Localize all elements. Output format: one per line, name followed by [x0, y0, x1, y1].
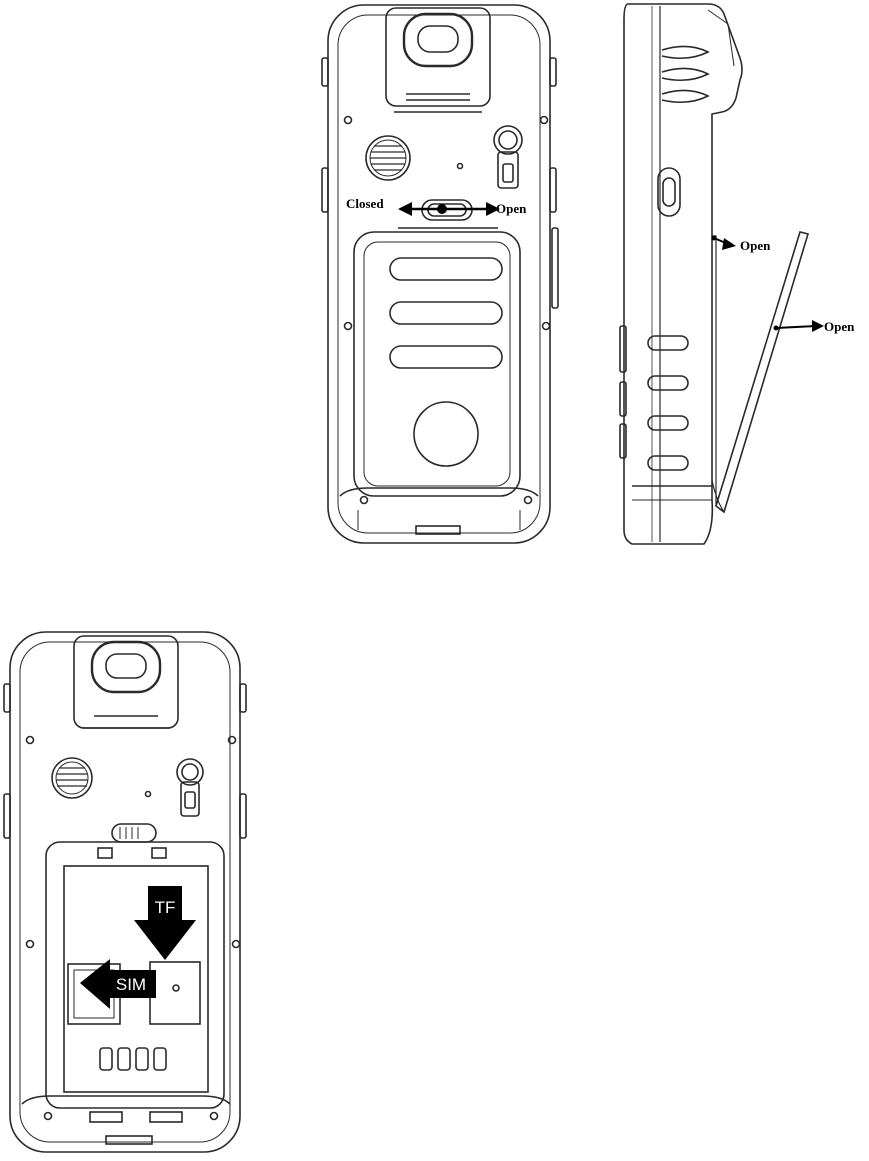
side-key: [620, 382, 626, 416]
bottom-foot: [90, 1112, 122, 1122]
screw: [525, 497, 532, 504]
tf-callout-arrow: TF: [134, 886, 196, 960]
side-button-left-mid: [322, 168, 328, 212]
screw: [361, 497, 368, 504]
side-key: [620, 424, 626, 458]
screw: [27, 941, 34, 948]
side-button-right-mid: [550, 168, 556, 212]
side-rib: [662, 46, 708, 58]
label-tf: TF: [155, 898, 176, 917]
label-closed: Closed: [346, 196, 384, 211]
mic-hole: [458, 164, 463, 169]
side-grip-slot: [648, 416, 688, 430]
speaker-grille: [366, 136, 410, 180]
tf-card-screw: [173, 985, 179, 991]
side-grip-slot: [648, 456, 688, 470]
side-button-right-top: [240, 684, 246, 712]
flash-keyhole: [494, 126, 522, 188]
screw: [543, 323, 550, 330]
cover-slot-3: [390, 346, 502, 368]
label-open-cover: Open: [824, 319, 855, 334]
compartment-latch: [98, 848, 112, 858]
flash-keyhole: [177, 759, 203, 816]
camera-bump-edge: [708, 10, 734, 66]
bottom-foot: [150, 1112, 182, 1122]
side-button-right-mid: [240, 794, 246, 838]
cover-slot-1: [390, 258, 502, 280]
side-grip-slot: [648, 336, 688, 350]
label-open-slider: Open: [496, 201, 527, 216]
screw: [541, 117, 548, 124]
camera-housing: [386, 8, 490, 106]
phone-card-slot-view: TF SIM: [0, 628, 252, 1158]
side-button-right-long: [552, 228, 558, 308]
phone-side-view: Open Open: [612, 0, 869, 552]
battery-cover: [354, 232, 520, 496]
bottom-port: [106, 1136, 152, 1144]
tf-card-holder: [150, 962, 200, 1024]
side-button-left-top: [322, 58, 328, 86]
compartment-latch: [152, 848, 166, 858]
screw: [345, 323, 352, 330]
screw: [233, 941, 240, 948]
side-grip-slot: [648, 376, 688, 390]
camera-lens-inner: [106, 654, 146, 678]
screw: [27, 737, 34, 744]
slider-lock: [112, 824, 156, 842]
sim-callout-arrow: SIM: [80, 959, 156, 1009]
camera-lens-window: [92, 642, 160, 692]
side-key: [620, 326, 626, 372]
side-body: [624, 4, 742, 544]
label-sim: SIM: [116, 975, 146, 994]
mic-hole: [146, 792, 151, 797]
side-slider: [658, 168, 680, 216]
opened-battery-cover: [716, 232, 808, 512]
camera-lens-inner: [418, 26, 458, 52]
battery-cover-inner: [364, 242, 510, 486]
speaker-grille: [52, 758, 92, 798]
side-slider-knob: [663, 178, 675, 206]
cover-slot-2: [390, 302, 502, 324]
bottom-bumper: [22, 1096, 230, 1104]
phone-outer-body: [328, 5, 550, 543]
phone-back-view: Closed Open: [318, 0, 558, 552]
bottom-bumper-edge: [358, 510, 520, 530]
side-button-left-mid: [4, 794, 10, 838]
screw: [45, 1113, 52, 1120]
phone-outer-body: [10, 632, 240, 1152]
side-button-right-top: [550, 58, 556, 86]
side-rib: [662, 90, 708, 102]
cover-round-pad: [414, 402, 478, 466]
camera-lens-window: [404, 14, 472, 66]
screw: [211, 1113, 218, 1120]
label-open-top: Open: [740, 238, 771, 253]
side-rib: [662, 68, 708, 80]
screw: [345, 117, 352, 124]
battery-contacts: [100, 1048, 166, 1070]
phone-inner-body: [20, 642, 230, 1142]
camera-housing: [74, 636, 178, 728]
side-button-left-top: [4, 684, 10, 712]
